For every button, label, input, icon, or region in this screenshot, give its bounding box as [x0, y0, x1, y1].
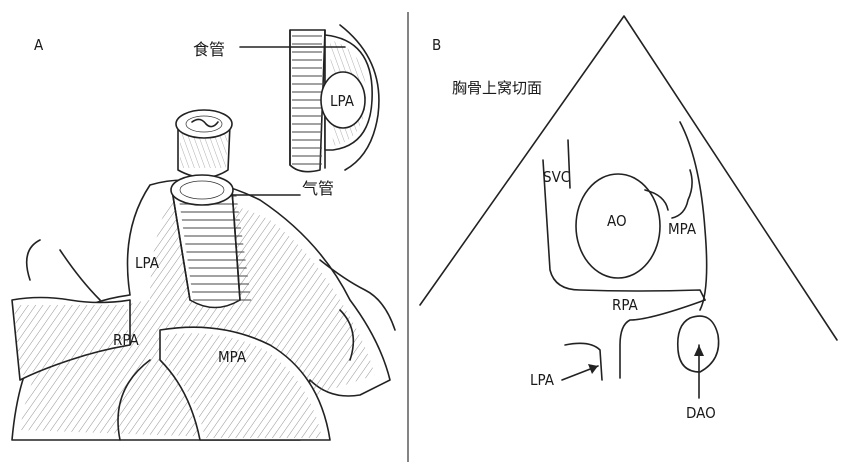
lpa-inset-vessel — [320, 71, 366, 129]
lpa-arrow-head — [588, 364, 598, 374]
dao-vessel — [676, 315, 720, 373]
view-title: 胸骨上窝切面 — [452, 79, 542, 97]
svc-label: SVC — [543, 168, 570, 186]
trachea-label: 气管 — [302, 179, 334, 198]
panel-b: B 胸骨上窝切面 SVC AO MPA RPA LPA DAO — [419, 15, 838, 422]
lpa-outline — [564, 342, 603, 381]
lpa-b-label: LPA — [530, 371, 555, 389]
esophagus-tube — [175, 109, 233, 179]
ao-vessel — [575, 173, 661, 279]
panel-b-letter: B — [432, 36, 441, 54]
ultrasound-sector — [419, 15, 838, 341]
trachea-tube — [170, 174, 252, 309]
inset-trachea-column: LPA — [289, 24, 380, 173]
panel-a: A LPA — [11, 24, 396, 441]
dao-arrow-head — [694, 345, 704, 356]
lpa-label: LPA — [135, 254, 160, 272]
rpa-b-label: RPA — [612, 296, 639, 314]
panel-a-letter: A — [34, 36, 44, 54]
rpa-label: RPA — [113, 331, 140, 349]
mpa-label: MPA — [218, 348, 247, 366]
mpa-outline — [644, 121, 708, 311]
pulmonary-artery-body — [11, 179, 396, 441]
dao-label: DAO — [686, 404, 716, 422]
esophagus-label: 食管 — [193, 40, 225, 59]
mpa-b-label: MPA — [668, 220, 697, 238]
ao-label: AO — [607, 212, 627, 230]
lpa-inset-label: LPA — [330, 92, 355, 110]
svc-rpa-outline — [542, 139, 706, 301]
